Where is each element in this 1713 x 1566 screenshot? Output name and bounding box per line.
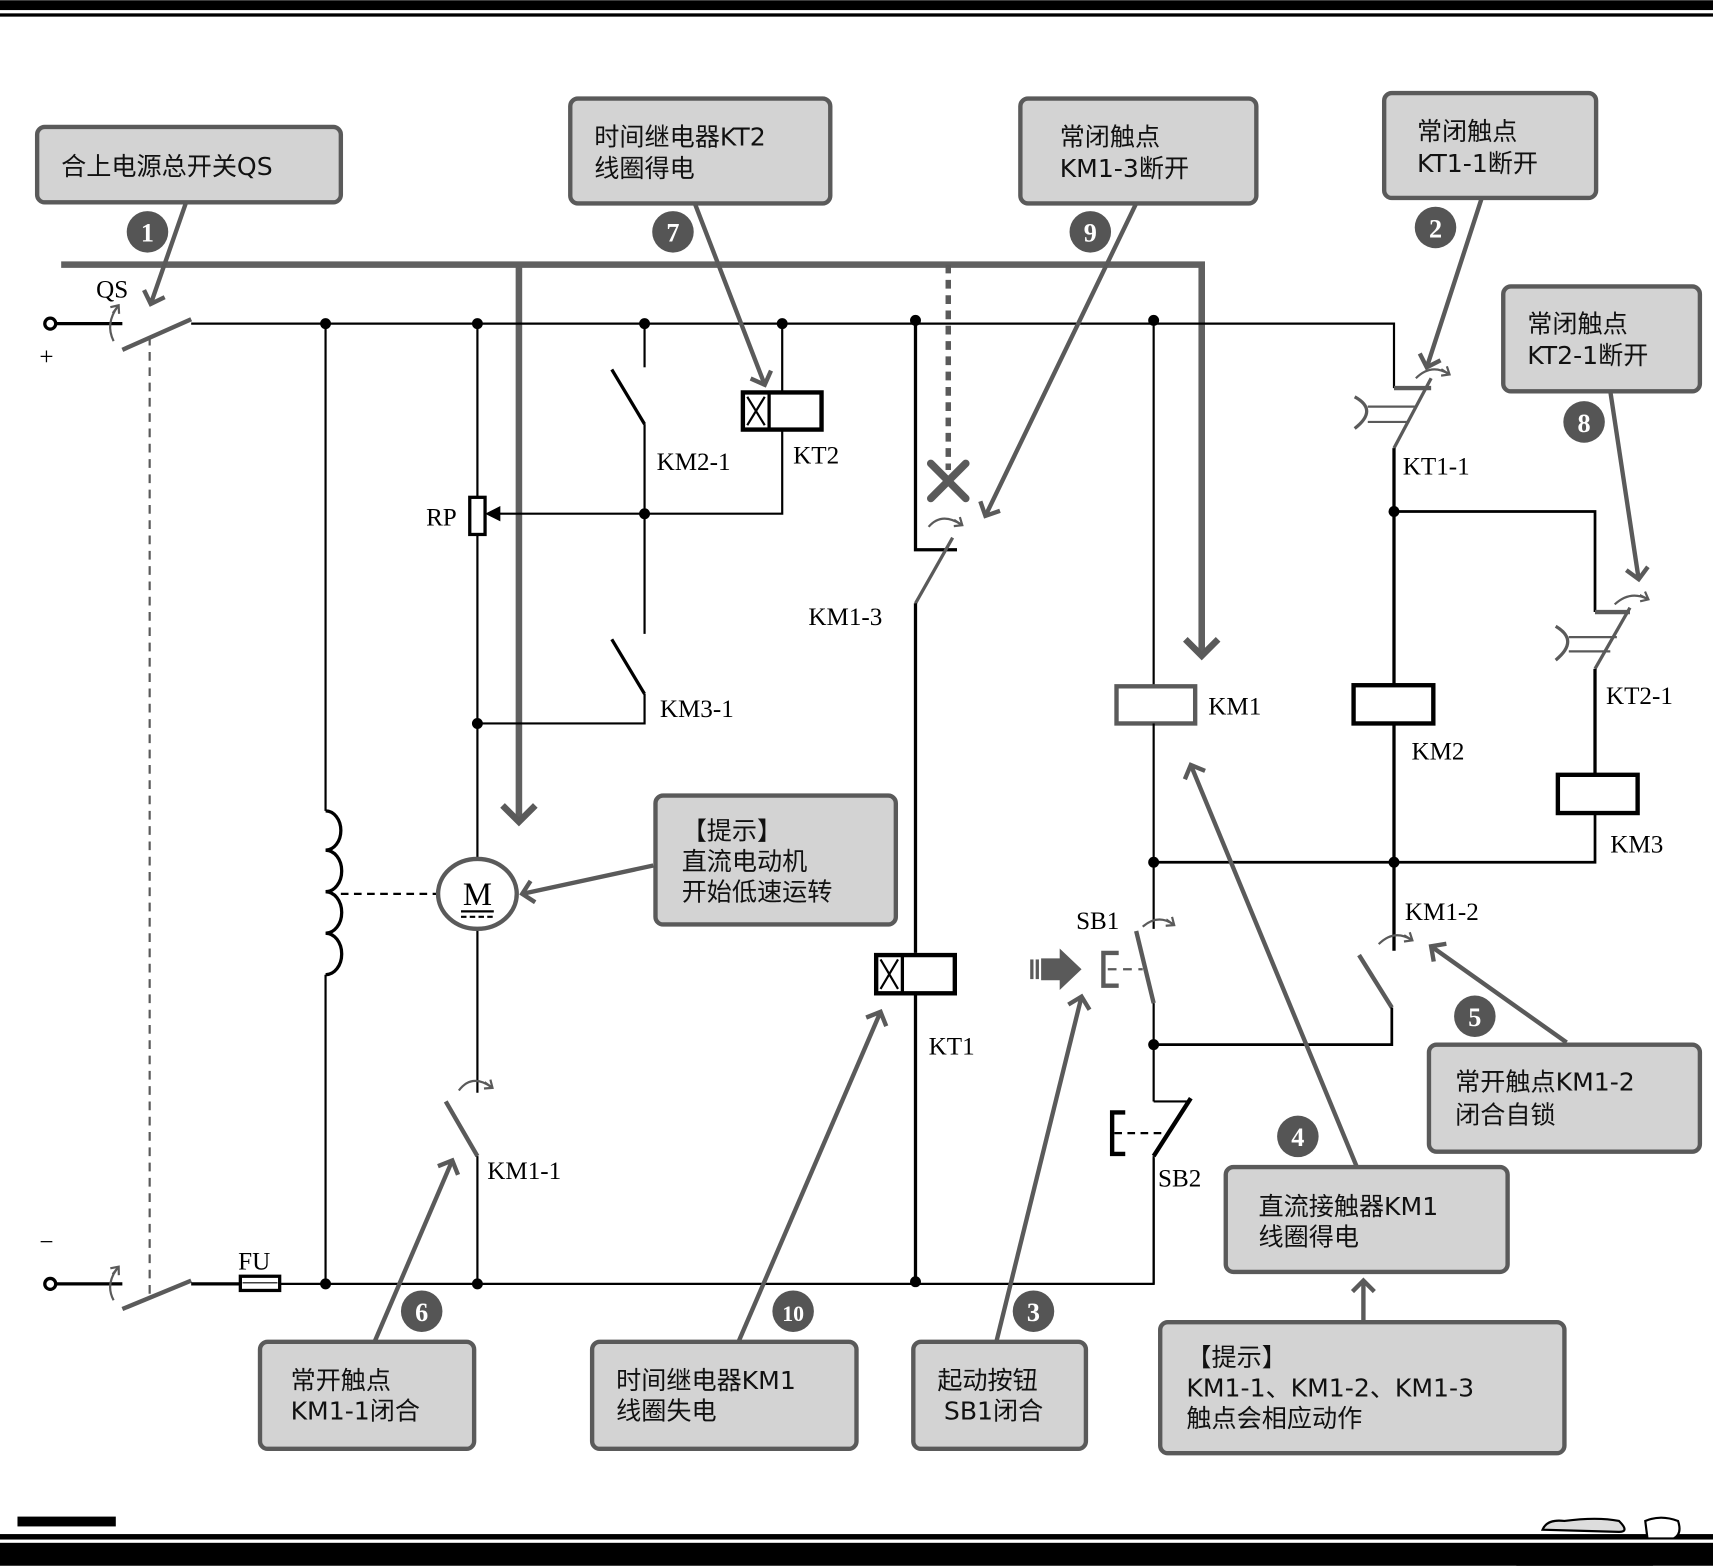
callout-9: 常闭触点 KM1-3断开 9 — [1018, 96, 1259, 253]
svg-text:开始低速运转: 开始低速运转 — [682, 877, 833, 906]
rp-label: RP — [426, 505, 457, 532]
negative-rail — [43, 1158, 1155, 1312]
callout-10: 10 时间继电器KM1 线圈失电 — [589, 1290, 859, 1452]
armature-branch — [443, 323, 494, 1284]
km2-km3-branch — [1153, 366, 1650, 1047]
sb2-label: SB2 — [1158, 1166, 1201, 1193]
speed-control-branch — [477, 323, 824, 725]
km1-2-label: KM1-2 — [1405, 899, 1479, 926]
callout-4: 4 直流接触器KM1 线圈得电 — [1223, 1115, 1510, 1275]
svg-text:常开触点KM1-2: 常开触点KM1-2 — [1455, 1068, 1635, 1097]
svg-text:触点会相应动作: 触点会相应动作 — [1186, 1404, 1362, 1433]
callout-1: 合上电源总开关QS 1 — [34, 124, 344, 253]
junctions — [320, 314, 1400, 1290]
svg-text:直流接触器KM1: 直流接触器KM1 — [1259, 1192, 1439, 1221]
hint-motor: 【提示】 直流电动机 开始低速运转 — [653, 793, 899, 927]
svg-text:10: 10 — [782, 1302, 804, 1326]
hint-contacts: 【提示】 KM1-1、KM1-2、KM1-3 触点会相应动作 — [1158, 1319, 1567, 1456]
svg-text:线圈失电: 线圈失电 — [616, 1396, 716, 1425]
km2-label: KM2 — [1411, 739, 1464, 766]
km1-branch — [1030, 323, 1198, 1284]
svg-text:起动按钮: 起动按钮 — [937, 1366, 1037, 1395]
fu-label: FU — [238, 1249, 270, 1276]
kt1-1-label: KT1-1 — [1403, 453, 1470, 480]
svg-text:KM1-3断开: KM1-3断开 — [1060, 154, 1189, 183]
svg-text:直流电动机: 直流电动机 — [682, 847, 808, 876]
svg-text:线圈得电: 线圈得电 — [594, 154, 694, 183]
kt2-1-label: KT2-1 — [1606, 683, 1673, 710]
km1-3-label: KM1-3 — [808, 604, 882, 631]
km2-1-label: KM2-1 — [657, 449, 731, 476]
svg-text:常开触点: 常开触点 — [291, 1366, 391, 1395]
sb1-label: SB1 — [1076, 908, 1119, 935]
svg-text:时间继电器KT2: 时间继电器KT2 — [594, 123, 765, 152]
callout-6: 6 常开触点 KM1-1闭合 — [257, 1290, 477, 1452]
svg-text:常闭触点: 常闭触点 — [1417, 117, 1517, 146]
km1-1-label: KM1-1 — [487, 1158, 561, 1185]
motor: M — [435, 856, 519, 932]
field-winding — [324, 323, 440, 1284]
callout-arrows — [142, 198, 1650, 1345]
motor-label: M — [463, 877, 492, 913]
svg-text:时间继电器KM1: 时间继电器KM1 — [616, 1366, 796, 1395]
callout-7: 时间继电器KT2 线圈得电 7 — [568, 96, 833, 253]
svg-text:2: 2 — [1429, 214, 1442, 243]
svg-text:常闭触点: 常闭触点 — [1527, 309, 1627, 338]
svg-text:【提示】: 【提示】 — [682, 816, 782, 845]
svg-text:7: 7 — [666, 219, 679, 248]
callout-3: 3 起动按钮 SB1闭合 — [911, 1290, 1089, 1452]
svg-text:常闭触点: 常闭触点 — [1060, 123, 1160, 152]
positive-rail — [43, 303, 1396, 389]
km3-1-label: KM3-1 — [660, 696, 734, 723]
svg-text:4: 4 — [1291, 1123, 1304, 1152]
svg-text:KM1-1闭合: KM1-1闭合 — [291, 1396, 420, 1425]
svg-text:3: 3 — [1027, 1298, 1040, 1327]
svg-text:8: 8 — [1578, 409, 1591, 438]
callout-8: 常闭触点 KT2-1断开 8 — [1501, 284, 1703, 443]
svg-text:线圈得电: 线圈得电 — [1259, 1223, 1359, 1252]
kt1-label: KT1 — [929, 1033, 975, 1060]
svg-text:合上电源总开关QS: 合上电源总开关QS — [61, 152, 272, 181]
svg-text:闭合自锁: 闭合自锁 — [1455, 1100, 1555, 1129]
svg-text:5: 5 — [1468, 1003, 1481, 1032]
svg-text:KT1-1断开: KT1-1断开 — [1417, 149, 1538, 178]
negative-terminal-label: − — [39, 1229, 53, 1256]
svg-text:1: 1 — [141, 219, 154, 248]
svg-text:KT2-1断开: KT2-1断开 — [1527, 341, 1648, 370]
km1-label: KM1 — [1208, 694, 1261, 721]
current-flow-path — [61, 261, 1221, 827]
positive-terminal-label: + — [39, 344, 53, 371]
svg-text:6: 6 — [415, 1298, 428, 1327]
svg-text:SB1闭合: SB1闭合 — [944, 1396, 1043, 1425]
kt1-branch — [873, 323, 970, 1284]
svg-text:【提示】: 【提示】 — [1186, 1343, 1286, 1372]
km3-label: KM3 — [1610, 831, 1663, 858]
svg-text:9: 9 — [1084, 219, 1097, 248]
callout-5: 5 常开触点KM1-2 闭合自锁 — [1426, 995, 1703, 1154]
kt2-label: KT2 — [793, 442, 839, 469]
callout-2: 常闭触点 KT1-1断开 2 — [1381, 90, 1599, 249]
svg-text:KM1-1、KM1-2、KM1-3: KM1-1、KM1-2、KM1-3 — [1186, 1373, 1474, 1402]
qs-label: QS — [96, 276, 128, 303]
